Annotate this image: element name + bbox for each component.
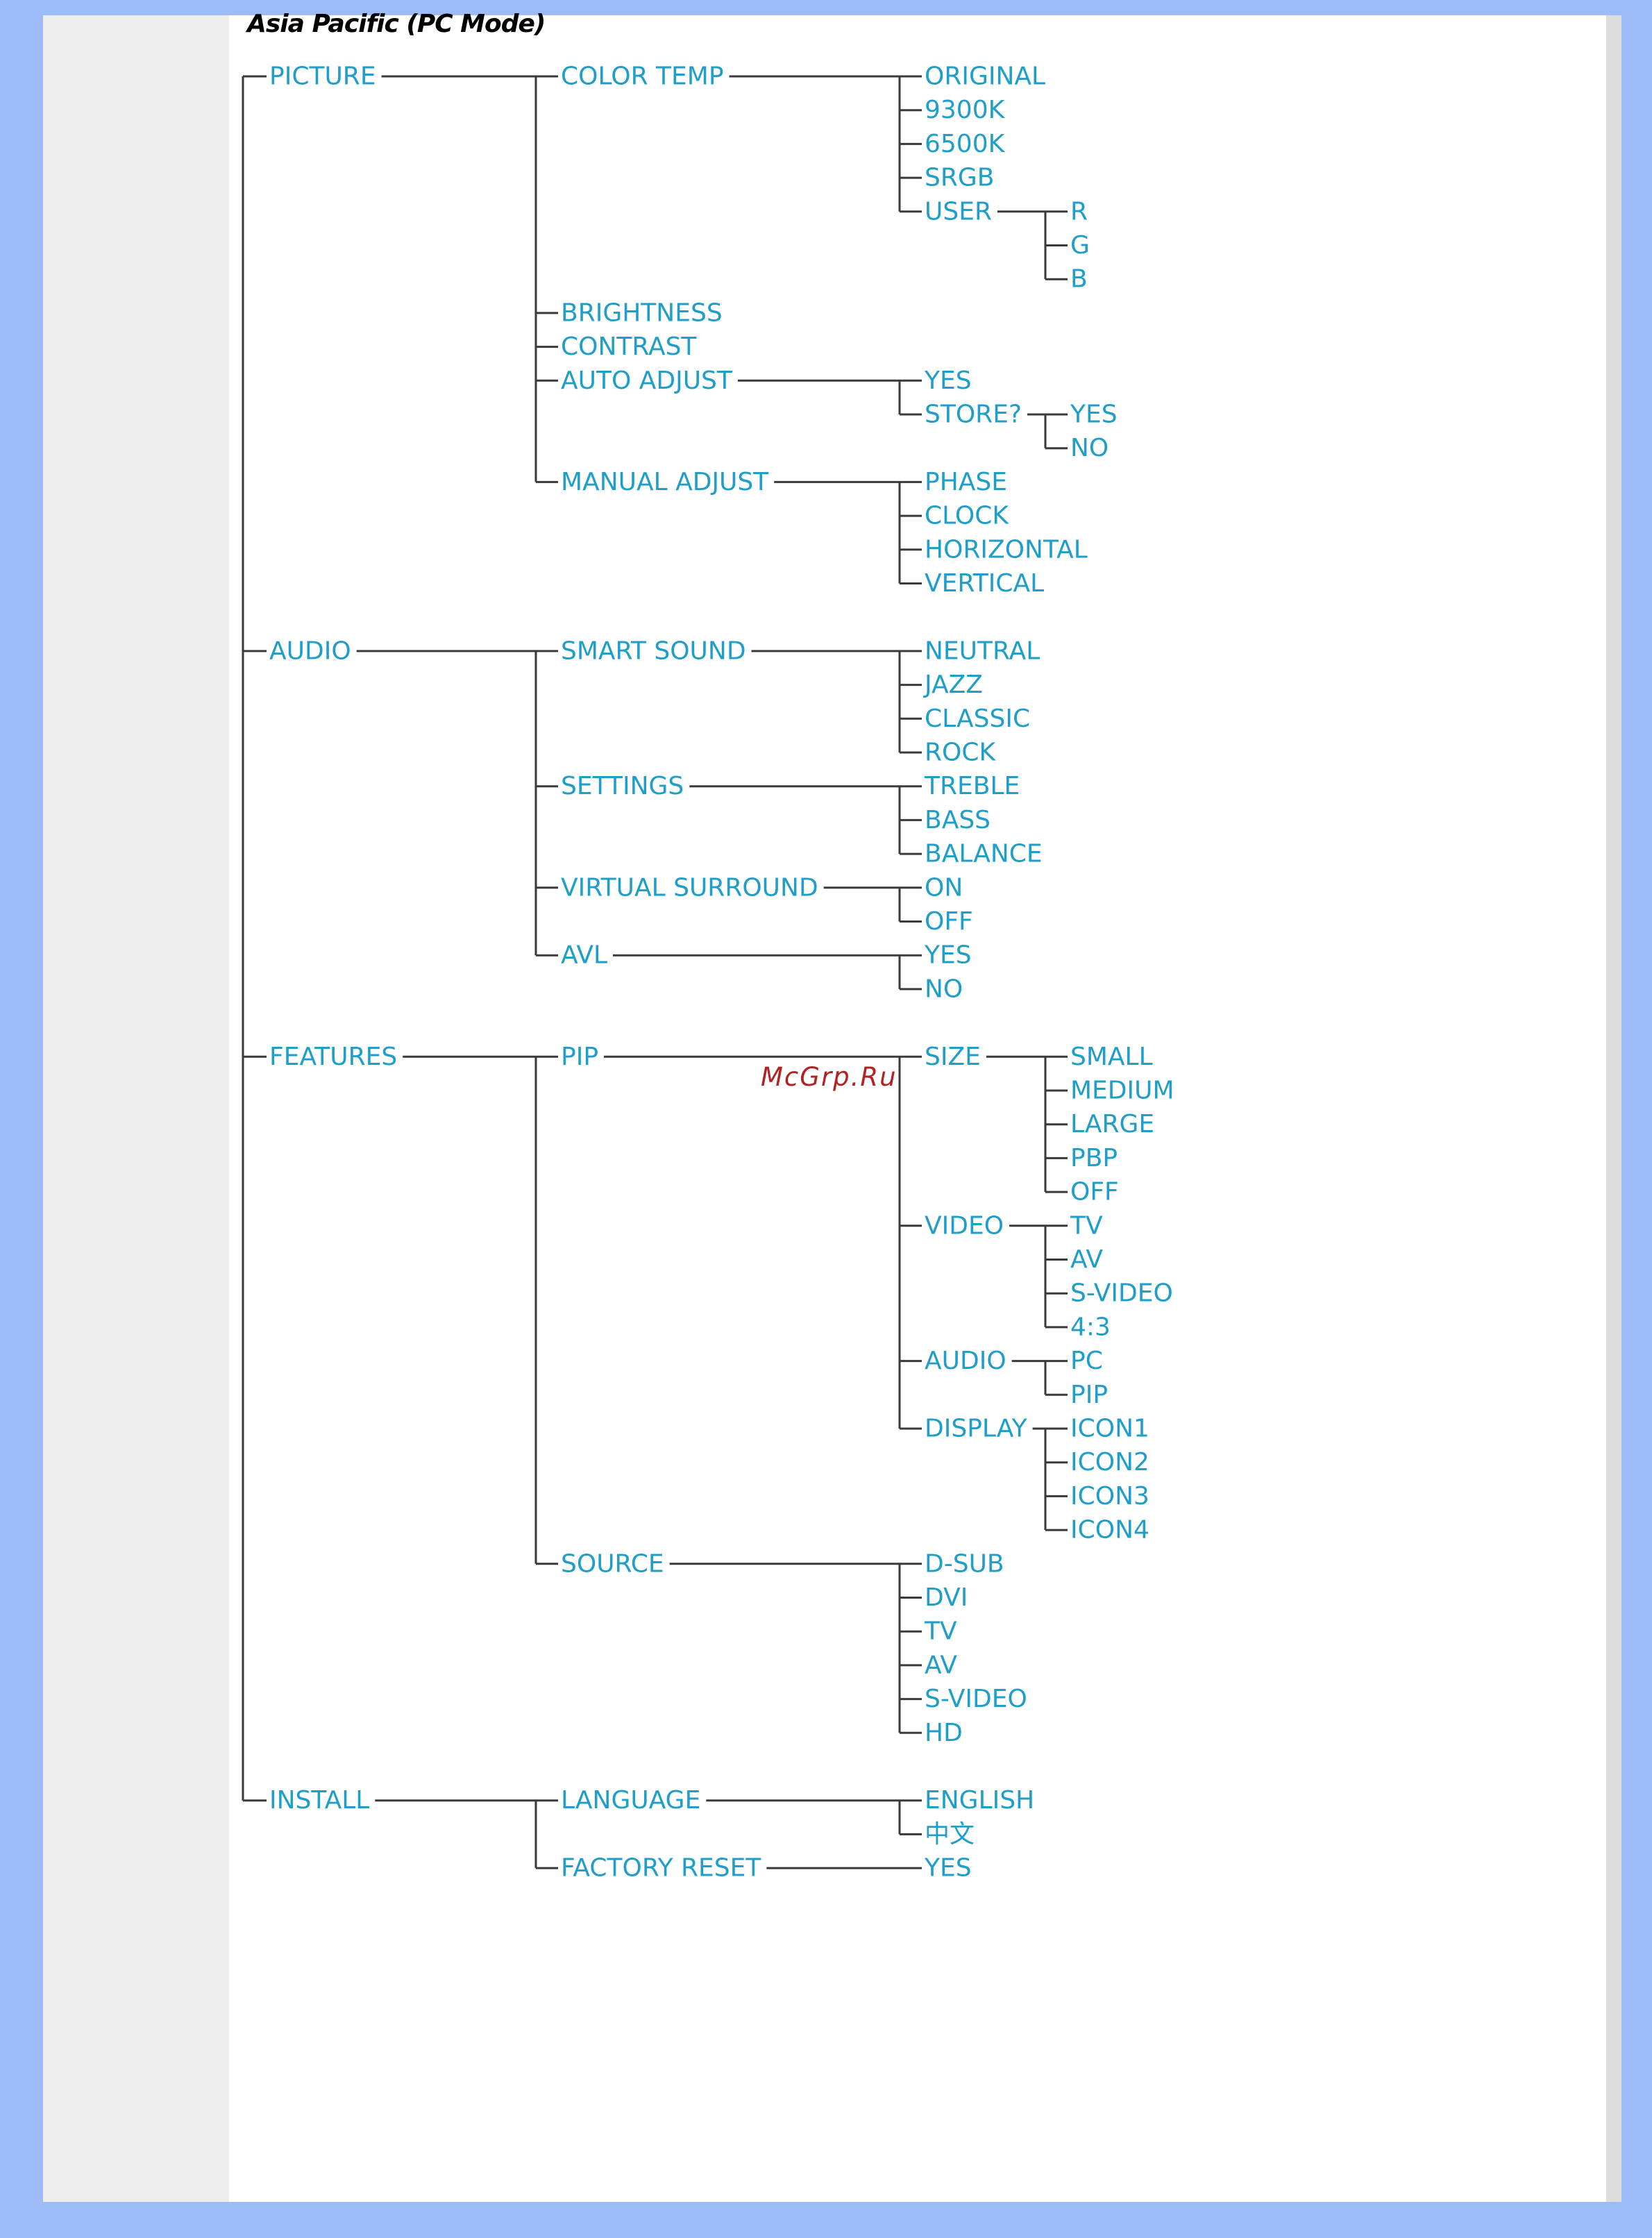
menu-node-store: STORE? — [925, 401, 1022, 429]
menu-node-rock: ROCK — [925, 739, 996, 767]
menu-node-4-3: 4:3 — [1070, 1313, 1111, 1341]
menu-node-features: FEATURES — [269, 1043, 397, 1071]
menu-node-d-sub: D-SUB — [925, 1549, 1004, 1578]
menu-node-user: USER — [925, 197, 992, 226]
menu-node-tv: TV — [924, 1617, 957, 1646]
menu-node-yes: YES — [924, 367, 972, 395]
menu-node-s-video: S-VIDEO — [925, 1685, 1027, 1713]
menu-node-medium: MEDIUM — [1070, 1077, 1174, 1105]
menu-node-yes: YES — [924, 1854, 972, 1883]
menu-node-9300k: 9300K — [925, 96, 1006, 124]
menu-node-pc: PC — [1070, 1347, 1103, 1375]
menu-node-off: OFF — [925, 907, 973, 936]
menu-node-auto-adjust: AUTO ADJUST — [561, 367, 733, 395]
menu-node-audio: AUDIO — [269, 637, 351, 665]
menu-node-original: ORIGINAL — [925, 62, 1045, 91]
menu-node-clock: CLOCK — [925, 502, 1009, 530]
menu-node-icon1: ICON1 — [1070, 1415, 1149, 1443]
menu-node-neutral: NEUTRAL — [925, 637, 1040, 665]
menu-node-small: SMALL — [1070, 1043, 1153, 1071]
menu-node-avl: AVL — [561, 941, 607, 970]
menu-node-bass: BASS — [925, 806, 991, 834]
menu-node-install: INSTALL — [269, 1786, 369, 1815]
menu-node-source: SOURCE — [561, 1549, 664, 1578]
menu-node-vertical: VERTICAL — [925, 569, 1044, 598]
menu-node-中文: 中文 — [925, 1820, 975, 1849]
menu-node-on: ON — [925, 873, 963, 902]
menu-node-english: ENGLISH — [925, 1786, 1034, 1815]
menu-node-display: DISPLAY — [925, 1415, 1028, 1443]
watermark: McGrp.Ru — [761, 1062, 897, 1092]
menu-node-smart-sound: SMART SOUND — [561, 637, 746, 665]
menu-node-jazz: JAZZ — [923, 671, 983, 699]
menu-node-balance: BALANCE — [925, 840, 1043, 868]
menu-node-icon3: ICON3 — [1070, 1482, 1149, 1511]
menu-node-pbp: PBP — [1070, 1144, 1118, 1172]
menu-node-pip: PIP — [561, 1043, 598, 1071]
menu-node-size: SIZE — [925, 1043, 981, 1071]
menu-node-phase: PHASE — [925, 468, 1007, 496]
menu-node-settings: SETTINGS — [561, 772, 684, 800]
menu-node-contrast: CONTRAST — [561, 333, 697, 361]
menu-node-6500k: 6500K — [925, 130, 1006, 158]
menu-node-off: OFF — [1070, 1178, 1119, 1206]
menu-node-av: AV — [925, 1651, 957, 1679]
menu-node-yes: YES — [924, 941, 972, 970]
menu-node-srgb: SRGB — [925, 164, 994, 192]
page-title: Asia Pacific (PC Mode) — [247, 10, 546, 38]
menu-node-virtual-surround: VIRTUAL SURROUND — [561, 873, 818, 902]
menu-node-g: G — [1070, 231, 1090, 260]
menu-node-picture: PICTURE — [269, 62, 376, 91]
menu-node-no: NO — [925, 975, 963, 1003]
right-border — [1606, 15, 1621, 2202]
menu-node-av: AV — [1070, 1245, 1103, 1274]
menu-node-tv: TV — [1070, 1211, 1103, 1240]
left-sidebar — [43, 15, 229, 2202]
menu-node-factory-reset: FACTORY RESET — [561, 1854, 761, 1883]
menu-node-classic: CLASSIC — [925, 705, 1030, 733]
menu-node-treble: TREBLE — [924, 772, 1020, 800]
menu-node-video: VIDEO — [925, 1211, 1004, 1240]
menu-node-brightness: BRIGHTNESS — [561, 298, 723, 327]
menu-node-s-video: S-VIDEO — [1070, 1279, 1173, 1308]
menu-node-icon4: ICON4 — [1070, 1516, 1149, 1545]
menu-node-large: LARGE — [1070, 1110, 1154, 1138]
menu-node-audio: AUDIO — [925, 1347, 1006, 1375]
menu-node-hd: HD — [925, 1719, 963, 1747]
menu-node-no: NO — [1070, 434, 1109, 462]
menu-node-icon2: ICON2 — [1070, 1448, 1149, 1476]
menu-node-horizontal: HORIZONTAL — [925, 535, 1088, 564]
menu-node-language: LANGUAGE — [561, 1786, 700, 1815]
menu-node-b: B — [1070, 265, 1088, 294]
menu-node-manual-adjust: MANUAL ADJUST — [561, 468, 769, 496]
menu-node-dvi: DVI — [925, 1583, 968, 1612]
menu-node-color-temp: COLOR TEMP — [561, 62, 724, 91]
menu-node-pip: PIP — [1070, 1381, 1108, 1409]
menu-node-yes: YES — [1070, 401, 1118, 429]
menu-node-r: R — [1070, 197, 1088, 226]
